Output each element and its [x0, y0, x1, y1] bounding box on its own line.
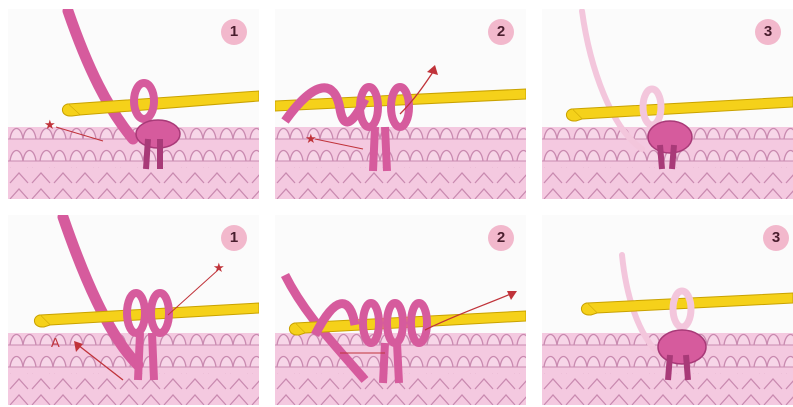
panel-row2-step2: 2 [275, 215, 526, 405]
crochet-hook [68, 91, 259, 115]
star-marker-icon: ★ [305, 131, 317, 147]
pointer-label: A [51, 335, 60, 350]
fabric-base [542, 167, 793, 199]
yarn-strand [68, 11, 133, 139]
crochet-illustration [542, 215, 793, 405]
step-number-badge: 2 [488, 225, 514, 251]
star-marker-icon: ★ [44, 117, 56, 133]
step-number-badge: 2 [488, 19, 514, 45]
step-number-badge: 1 [221, 19, 247, 45]
yarn-loop [658, 330, 706, 364]
fabric-base [275, 167, 526, 199]
yarn-loop [648, 121, 692, 153]
step-number-badge: 3 [763, 225, 789, 251]
fabric-base [8, 167, 259, 199]
fabric-base [8, 373, 259, 405]
panel-row2-step3: 3 [542, 215, 793, 405]
arrow-head-icon [427, 65, 438, 75]
panel-row2-step1: ★ A 1 [8, 215, 259, 405]
step-number-badge: 1 [221, 225, 247, 251]
panel-row1-step2: ★ 2 [275, 9, 526, 199]
panel-row1-step1: ★ 1 [8, 9, 259, 199]
step-number-badge: 3 [755, 19, 781, 45]
star-marker-icon: ★ [213, 260, 225, 276]
panel-row1-step3: 3 [542, 9, 793, 199]
